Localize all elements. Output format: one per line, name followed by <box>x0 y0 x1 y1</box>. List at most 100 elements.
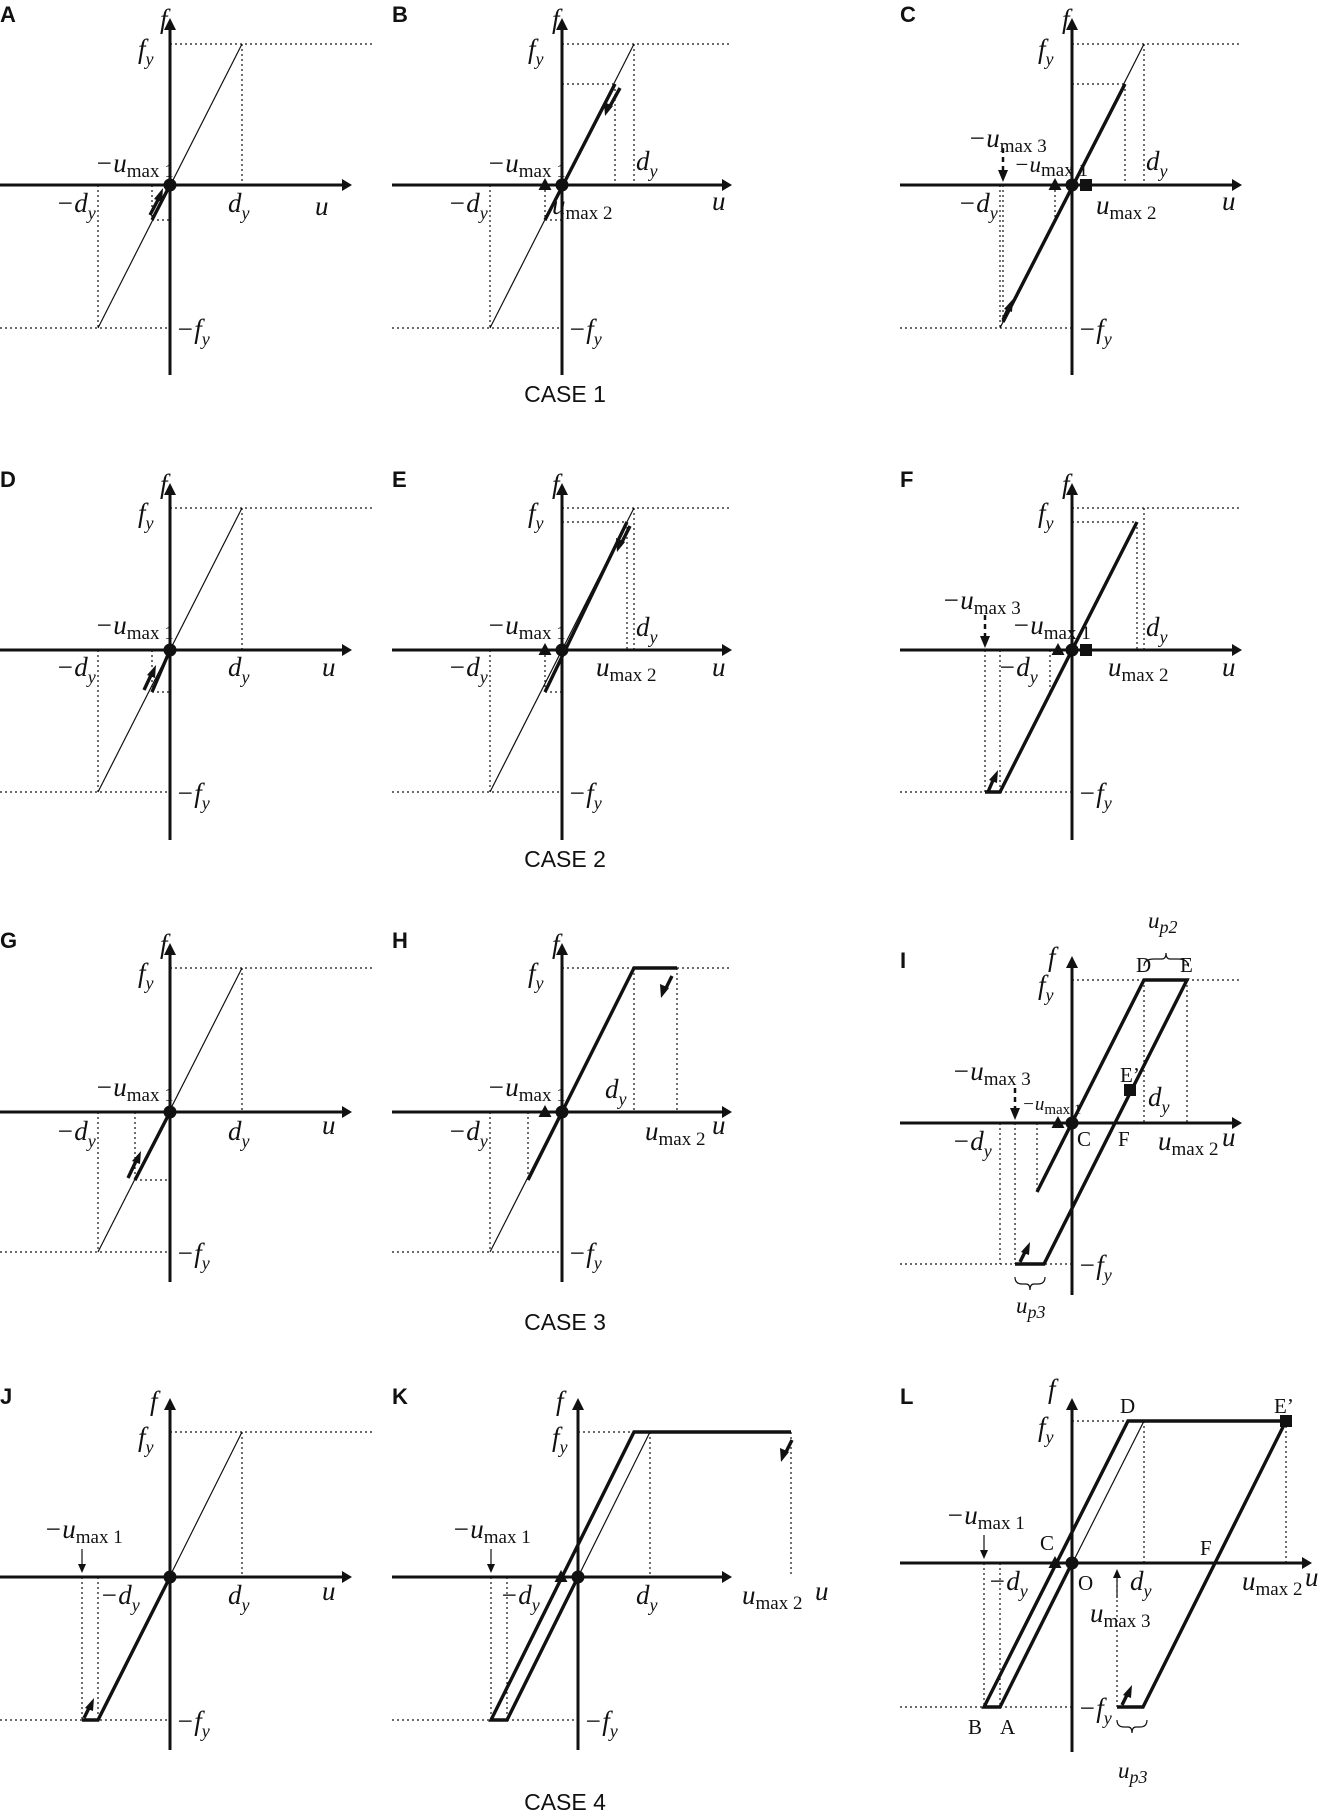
math-label: −f <box>176 1238 205 1268</box>
math-label: y <box>144 1437 154 1457</box>
math-label: max 3 <box>974 598 1021 619</box>
math-label: −umax 1 <box>452 1514 531 1548</box>
math-label: f <box>552 4 563 34</box>
math-label: y <box>144 513 154 533</box>
arrowhead-icon <box>722 1571 732 1583</box>
arrowhead-icon <box>980 1550 988 1559</box>
math-label: y <box>1102 1265 1112 1285</box>
math-label: u <box>742 1580 756 1610</box>
math-label: −f <box>1078 314 1107 344</box>
math-label: umax 2 <box>1096 190 1156 224</box>
up2-brace <box>1143 952 1189 967</box>
math-label: B <box>968 1715 982 1739</box>
math-label: E’ <box>1120 1063 1140 1087</box>
math-label: y <box>1044 1427 1054 1447</box>
math-label: f <box>1038 970 1049 1000</box>
math-label: E <box>1180 953 1193 977</box>
math-label: y <box>1158 627 1168 647</box>
math-label: −d <box>56 1116 88 1146</box>
panel-label-a: A <box>0 2 16 27</box>
math-label: umax 2 <box>1158 1126 1218 1160</box>
math-label: y <box>617 1089 627 1109</box>
math-label: d <box>228 1116 242 1146</box>
math-label: −d <box>998 652 1030 682</box>
arrowhead-icon <box>342 644 352 656</box>
arrowhead-icon <box>164 943 176 955</box>
math-label: y <box>200 793 210 813</box>
math-label: −dy <box>56 1116 96 1151</box>
math-label: −u <box>968 123 1000 153</box>
math-label: −fy <box>584 1706 618 1741</box>
math-label: f <box>1038 1412 1049 1442</box>
math-label: f <box>528 498 539 528</box>
math-label: dy <box>636 1580 658 1615</box>
math-label: u <box>552 190 566 220</box>
math-label: −d <box>448 1116 480 1146</box>
panel-k: K f u fy −dy dy −fy −umax 1 umax 2 <box>392 1384 829 1750</box>
arrowhead-icon <box>660 984 669 998</box>
math-label: −umax 1 <box>1014 152 1088 181</box>
math-label: u <box>815 1576 829 1606</box>
math-label: y <box>530 1595 540 1615</box>
math-label: −umax 1 <box>44 1514 123 1548</box>
math-label: C <box>1077 1127 1091 1151</box>
math-label: −fy <box>1078 1250 1112 1285</box>
math-label: −umax 1 <box>95 148 174 182</box>
math-label: −u <box>942 585 974 615</box>
arrowhead-icon <box>1066 956 1078 968</box>
arrowhead-icon <box>1302 1557 1312 1569</box>
arrowhead-icon <box>989 770 998 783</box>
umax3-arrow-icon <box>998 170 1008 182</box>
math-label: max 3 <box>984 1069 1031 1090</box>
math-label: f <box>556 1386 567 1416</box>
math-label: −dy <box>100 1580 140 1615</box>
math-label: u <box>645 1116 659 1146</box>
direction-arrow-icon <box>154 188 163 202</box>
math-label: max 2 <box>659 1129 706 1150</box>
arrowhead-icon <box>342 1571 352 1583</box>
math-label: −umax 3 <box>942 585 1021 619</box>
panel-l: L f u fy −dy dy −fy −umax 1 umax 3 umax … <box>900 1374 1319 1787</box>
math-label: f <box>160 469 171 499</box>
math-label: u <box>1305 1562 1319 1592</box>
arrowhead-icon <box>1066 18 1078 30</box>
math-label: −umax 3 <box>968 123 1047 157</box>
arrowhead-icon <box>556 18 568 30</box>
math-label: y <box>592 1253 602 1273</box>
arrowhead-icon <box>1066 483 1078 495</box>
math-label: max 1 <box>76 1527 123 1548</box>
math-label: A <box>1000 1715 1016 1739</box>
math-label: −dy <box>56 188 96 223</box>
math-label: f <box>1062 4 1073 34</box>
arrowhead-icon <box>1232 179 1242 191</box>
math-label: −u <box>487 610 519 640</box>
math-label: u <box>1158 1126 1172 1156</box>
math-label: E’ <box>1274 1394 1294 1418</box>
math-label: dy <box>1130 1566 1152 1601</box>
math-label: y <box>144 973 154 993</box>
point-marker <box>1080 644 1092 656</box>
math-label: u <box>596 652 610 682</box>
response-path-segment <box>133 1111 172 1181</box>
math-label: −dy <box>448 652 488 687</box>
math-label: dy <box>228 1116 250 1151</box>
math-label: max 1 <box>1041 160 1088 181</box>
math-label: K <box>392 1384 408 1409</box>
math-label: −u <box>452 1514 484 1544</box>
math-label: max 1 <box>127 1085 174 1106</box>
point-marker <box>1065 1556 1079 1570</box>
math-label: −u <box>1022 1094 1044 1115</box>
arrowhead-icon <box>722 644 732 656</box>
math-label: umax 2 <box>742 1580 802 1614</box>
arrowhead-icon <box>780 1448 789 1462</box>
math-label: y <box>1044 513 1054 533</box>
math-label: y <box>86 203 96 223</box>
math-label: −d <box>988 1566 1020 1596</box>
arrowhead-icon <box>572 1398 584 1410</box>
arrowhead-icon <box>164 483 176 495</box>
math-label: −dy <box>56 652 96 687</box>
arrowhead-icon <box>147 665 156 678</box>
math-label: d <box>605 1074 619 1104</box>
math-label: d <box>228 1580 242 1610</box>
math-label: u <box>1118 1758 1130 1783</box>
